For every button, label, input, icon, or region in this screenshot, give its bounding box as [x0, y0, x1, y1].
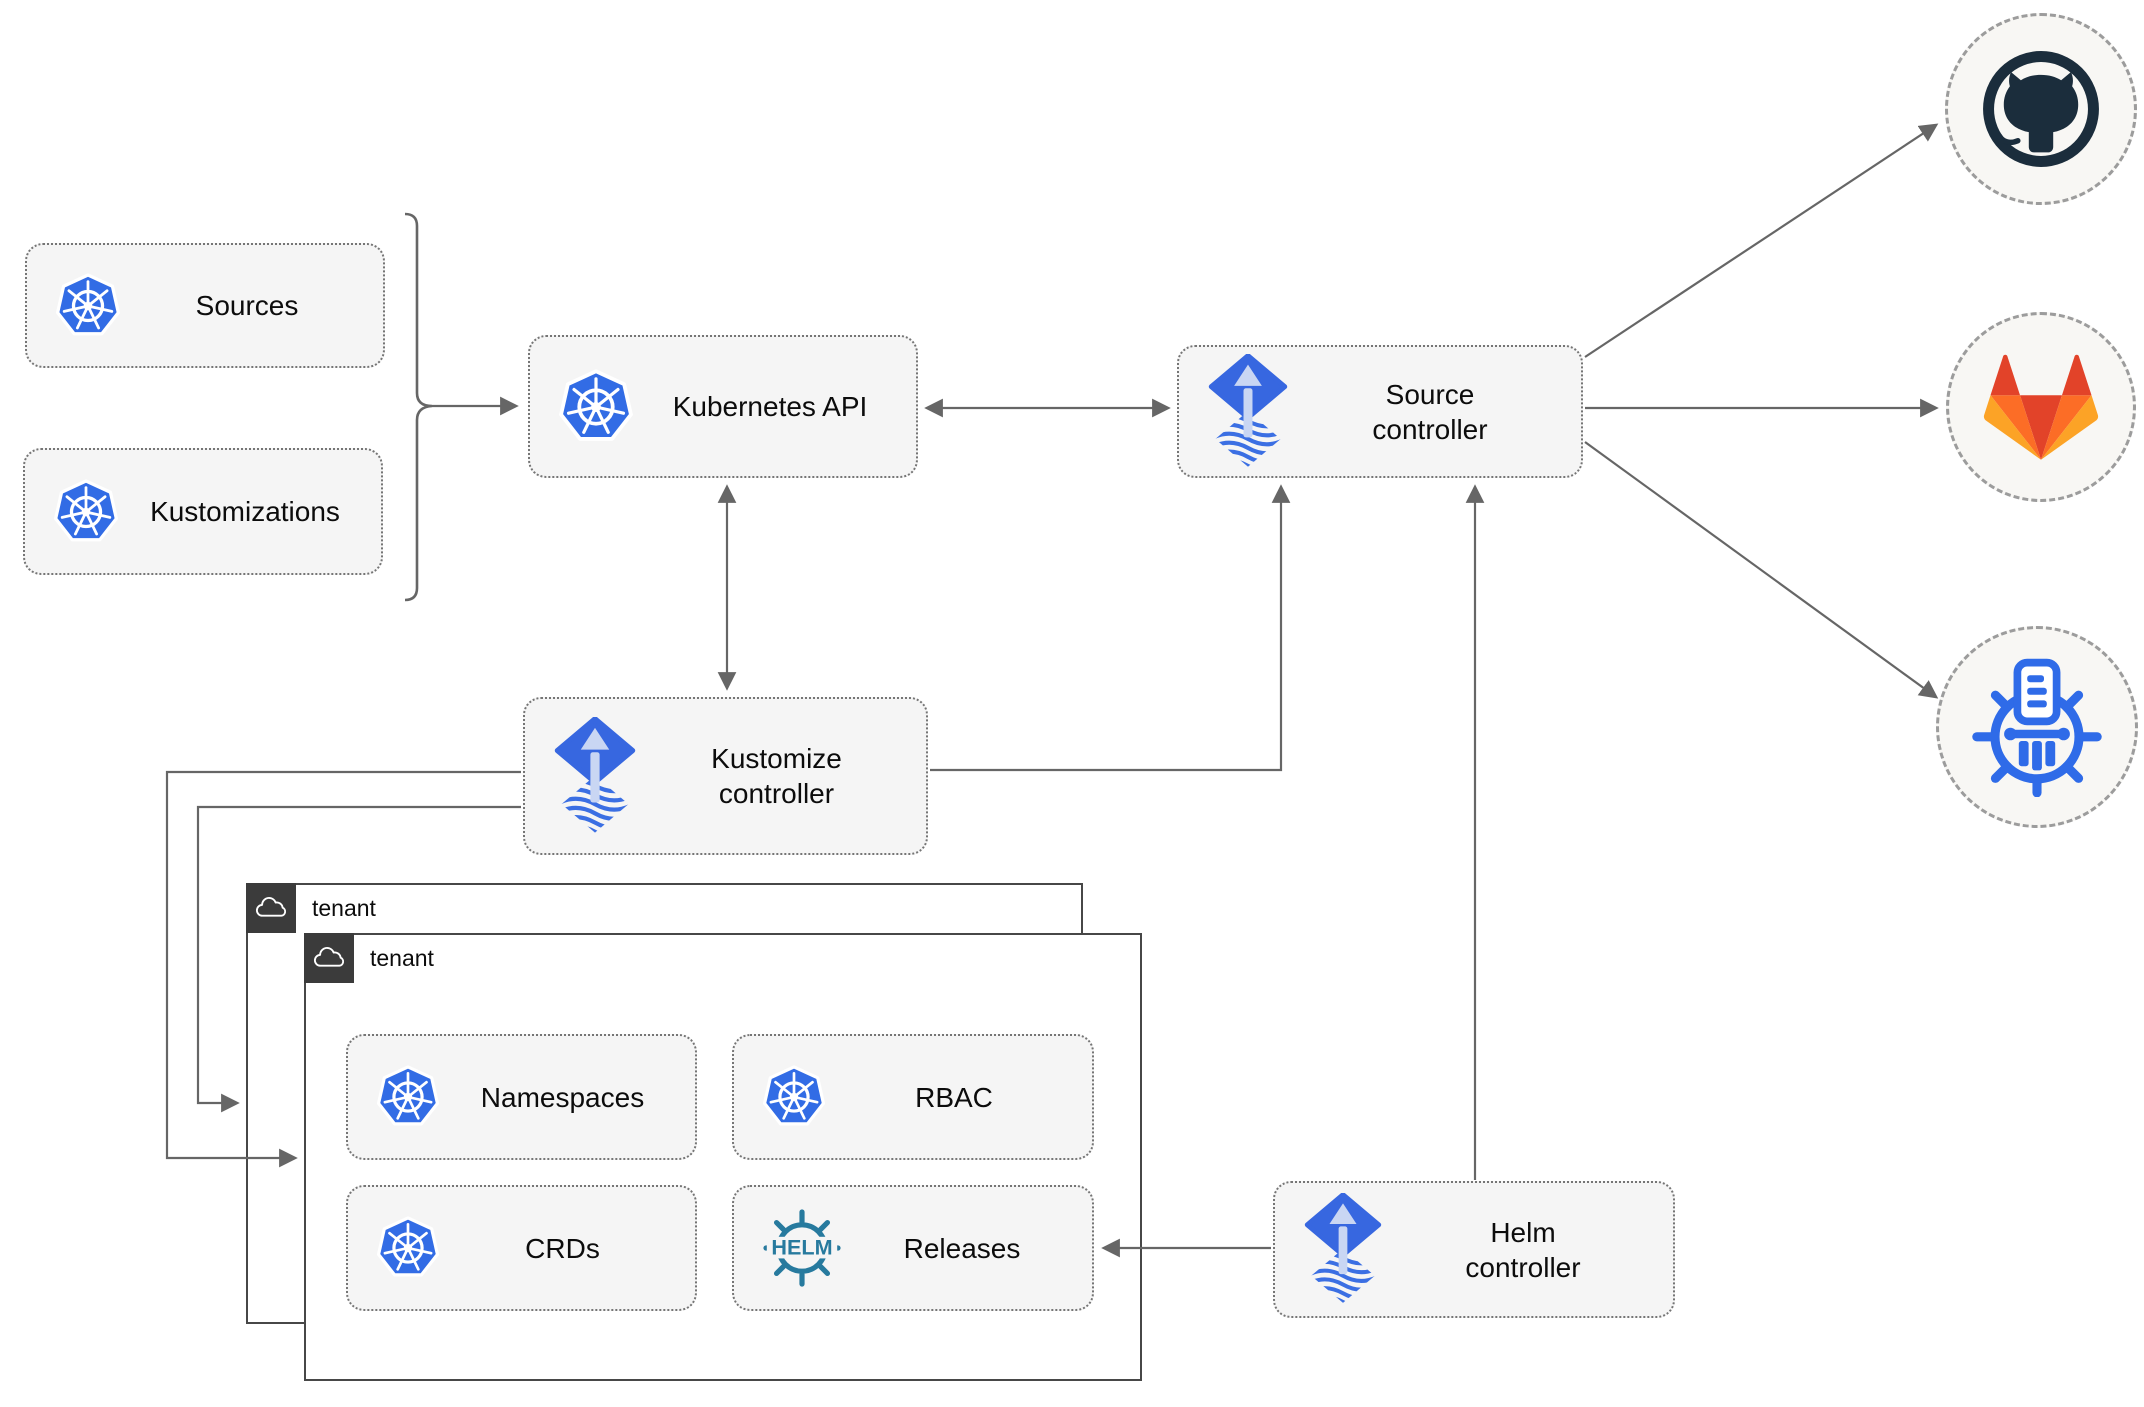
helm-icon: HELM: [763, 1209, 841, 1287]
tenant-tab: [304, 933, 354, 983]
node-label: Source controller: [1372, 378, 1488, 445]
kubernetes-icon: [53, 479, 119, 545]
endpoint-github: [1945, 13, 2137, 205]
node-label: Kubernetes API: [672, 391, 868, 422]
node-label: Sources: [195, 290, 299, 321]
kubernetes-icon: [558, 369, 634, 445]
cloud-icon: [312, 946, 346, 970]
node-kustomize-controller: Kustomize controller: [523, 697, 928, 855]
node-namespaces: Namespaces: [346, 1034, 697, 1160]
tenant-tab: [246, 883, 296, 933]
node-label: Releases: [903, 1232, 1021, 1264]
chartmuseum-icon: [1972, 658, 2102, 797]
connector-source-controller-to-chartmuseum: [1584, 441, 1939, 699]
node-crds: CRDs: [346, 1185, 697, 1311]
node-kustomizations: Kustomizations: [23, 448, 383, 575]
node-kubernetes-api: Kubernetes API: [528, 335, 918, 478]
kubernetes-icon: [55, 273, 121, 339]
node-label: Namespaces: [480, 1081, 645, 1113]
flux-icon: [1303, 1193, 1383, 1306]
node-releases: HELM Releases: [732, 1185, 1094, 1311]
node-label: RBAC: [915, 1081, 993, 1113]
flux-icon: [553, 717, 637, 836]
tenant-label: tenant: [370, 945, 434, 971]
connector-kustomize-to-source-controller: [930, 484, 1291, 772]
tenant-label: tenant: [312, 895, 376, 921]
gitlab-icon: [1983, 354, 2099, 460]
node-label: Helm controller: [1465, 1216, 1581, 1283]
node-helm-controller: Helm controller: [1273, 1181, 1675, 1318]
helm-logo-text: HELM: [771, 1234, 832, 1259]
kubernetes-icon: [762, 1065, 826, 1129]
node-rbac: RBAC: [732, 1034, 1094, 1160]
node-sources: Sources: [25, 243, 385, 368]
bracket-sources-group: [404, 212, 433, 602]
node-label: CRDs: [525, 1232, 600, 1264]
cloud-icon: [254, 896, 288, 920]
node-label: Kustomize controller: [711, 743, 842, 809]
kubernetes-icon: [376, 1065, 440, 1129]
endpoint-gitlab: [1946, 312, 2136, 502]
flux-icon: [1207, 354, 1289, 470]
endpoint-chartmuseum: [1936, 626, 2138, 828]
connector-source-controller-to-github: [1584, 123, 1939, 358]
github-icon: [1983, 51, 2099, 167]
kubernetes-icon: [376, 1216, 440, 1280]
node-source-controller: Source controller: [1177, 345, 1583, 478]
node-label: Kustomizations: [150, 496, 340, 527]
